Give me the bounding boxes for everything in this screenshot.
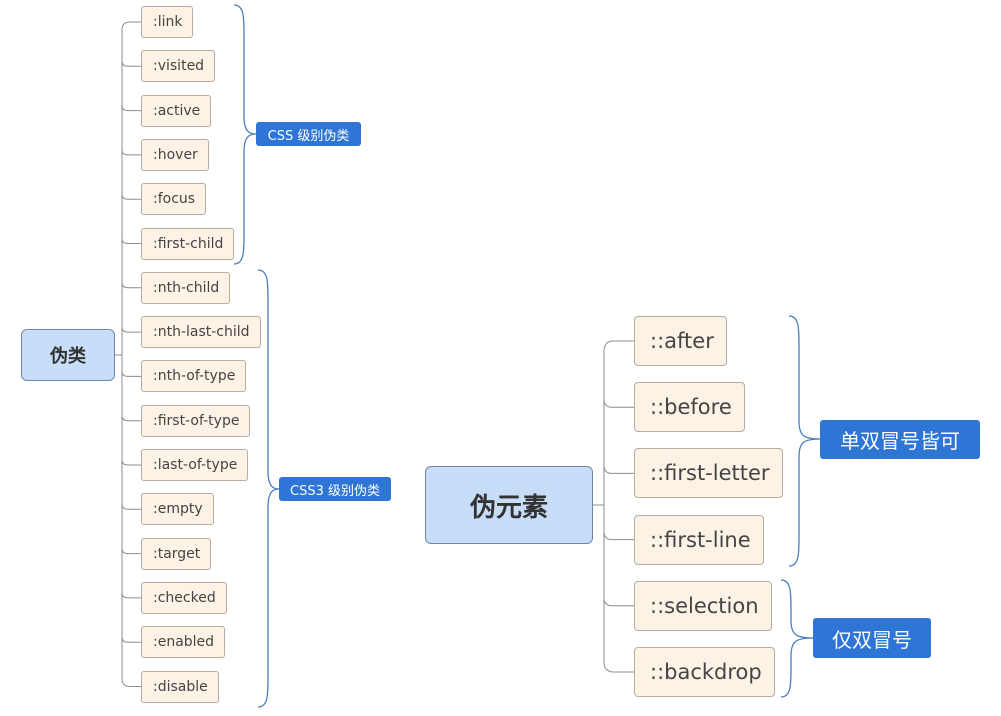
pseudo-element-selection[interactable]: ::selection (634, 580, 772, 631)
pseudo-class-active[interactable]: :active (141, 94, 212, 127)
css-level-tag: CSS 级别伪类 (256, 122, 361, 146)
double-colon-tag: 仅双冒号 (813, 618, 931, 658)
pseudo-class-nth-of-type[interactable]: :nth-of-type (141, 360, 247, 393)
css3-level-brace (257, 269, 280, 708)
pseudo-element-root[interactable]: 伪元素 (425, 466, 593, 544)
pseudo-class-root[interactable]: 伪类 (21, 329, 115, 381)
css-level-brace (233, 4, 257, 265)
pseudo-class-branch (121, 637, 141, 643)
pseudo-class-branch (121, 61, 141, 67)
pseudo-class-first-child[interactable]: :first-child (141, 227, 235, 260)
pseudo-class-branch (121, 238, 141, 244)
pseudo-element-first-line[interactable]: ::first-line (634, 514, 764, 565)
either-colon-brace (788, 315, 821, 567)
pseudo-class-branch (121, 194, 141, 200)
pseudo-class-branch (121, 504, 141, 510)
pseudo-class-first-of-type[interactable]: :first-of-type (141, 404, 251, 437)
either-colon-tag: 单双冒号皆可 (820, 420, 980, 459)
pseudo-class-branch (121, 105, 141, 112)
pseudo-element-branch (603, 399, 634, 408)
pseudo-class-focus[interactable]: :focus (141, 183, 207, 216)
pseudo-class-branch (121, 592, 141, 599)
pseudo-element-after[interactable]: ::after (634, 316, 727, 366)
pseudo-class-checked[interactable]: :checked (141, 581, 227, 614)
pseudo-class-branch (121, 459, 141, 466)
pseudo-class-hover[interactable]: :hover (141, 138, 209, 171)
pseudo-class-branch (121, 678, 141, 687)
pseudo-element-first-letter[interactable]: ::first-letter (634, 448, 783, 499)
pseudo-element-before[interactable]: ::before (634, 382, 745, 433)
pseudo-class-branch (121, 149, 141, 156)
pseudo-class-enabled[interactable]: :enabled (141, 626, 226, 659)
pseudo-class-branch (121, 21, 141, 31)
pseudo-class-link[interactable]: :link (141, 6, 194, 38)
pseudo-element-branch (603, 465, 634, 474)
pseudo-class-branch (121, 548, 141, 555)
pseudo-class-branch (121, 371, 141, 377)
pseudo-element-branch (603, 340, 634, 352)
pseudo-class-target[interactable]: :target (141, 537, 212, 570)
css3-level-tag: CSS3 级别伪类 (279, 477, 391, 501)
pseudo-element-branch (603, 597, 634, 607)
double-colon-brace (780, 579, 814, 698)
pseudo-element-branch (603, 531, 634, 541)
pseudo-class-visited[interactable]: :visited (141, 50, 216, 83)
pseudo-class-nth-last-child[interactable]: :nth-last-child (141, 316, 261, 349)
pseudo-element-branch (603, 661, 634, 673)
pseudo-class-branch (121, 415, 141, 422)
pseudo-class-empty[interactable]: :empty (141, 493, 214, 526)
pseudo-class-branch (121, 282, 141, 289)
pseudo-element-backdrop[interactable]: ::backdrop (634, 647, 775, 697)
pseudo-class-disable[interactable]: :disable (141, 670, 219, 703)
pseudo-class-branch (121, 327, 141, 333)
pseudo-class-last-of-type[interactable]: :last-of-type (141, 449, 249, 481)
pseudo-class-nth-child[interactable]: :nth-child (141, 271, 231, 304)
